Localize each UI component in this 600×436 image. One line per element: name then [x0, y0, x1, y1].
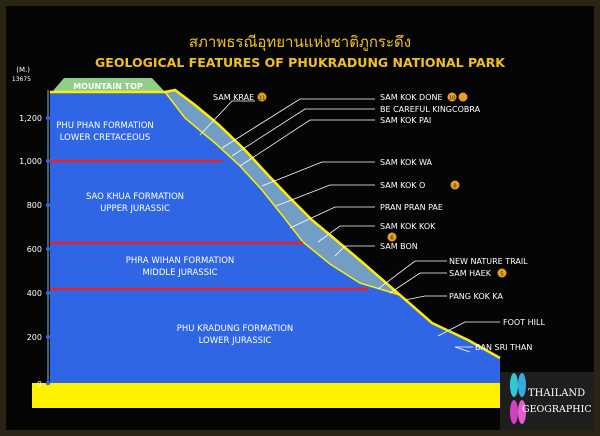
point-label: SAM KOK DONE — [380, 93, 443, 102]
leader-sam-kok-o — [275, 184, 375, 207]
callout-labels: SAM KRAE 11 SAM KOK DONE 10 BE CAREFUL K… — [213, 92, 545, 352]
badge-number: 8 — [453, 184, 457, 190]
axis-tick-label: 1,000 — [19, 157, 42, 166]
callout-leaders — [199, 98, 500, 353]
badge-icon — [387, 232, 397, 242]
axis-tick — [45, 290, 51, 296]
trail-lower-edge — [164, 91, 401, 296]
point-label: SAM KOK KOK — [380, 222, 436, 231]
formation-age: LOWER JURASSIC — [199, 336, 272, 346]
axis-unit-note: 13675 — [12, 76, 31, 83]
leader-sam-kok-wa — [261, 161, 375, 187]
point-label: BE CAREFUL KINGCOBRA — [380, 105, 481, 114]
badge-number: 10 — [449, 96, 456, 102]
axis-tick-label: 400 — [27, 289, 42, 298]
base-strip — [32, 383, 500, 408]
logo-mark-icon — [510, 373, 518, 397]
leader-sam-haek — [389, 272, 447, 294]
point-label: SAM KRAE — [213, 93, 254, 102]
badge-number: 11 — [259, 96, 266, 102]
point-label: BAN SRI THAN — [475, 343, 532, 352]
thailand-geographic-logo: THAILAND GEOGRAPHIC — [500, 372, 596, 430]
axis-tick-label: 200 — [27, 333, 42, 342]
point-label: SAM HAEK — [449, 269, 492, 278]
leader-sam-kok-kok — [317, 225, 375, 243]
point-label: PRAN PRAN PAE — [380, 203, 443, 212]
axis-tick-label: 0 — [37, 380, 42, 389]
point-label: SAM KOK WA — [380, 158, 433, 167]
badge-icon — [497, 268, 507, 278]
logo-mark-icon — [510, 400, 518, 424]
logo-line-1: THAILAND — [528, 388, 585, 399]
leader-be-careful — [231, 108, 375, 157]
leader-sam-bon — [334, 245, 375, 257]
axis-tick-label: 600 — [27, 245, 42, 254]
badge-number: 5 — [500, 272, 504, 278]
badge-number: 6 — [390, 236, 394, 242]
axis-tick — [45, 202, 51, 208]
leader-sam-kok-pai — [239, 119, 375, 167]
axis-tick — [45, 334, 51, 340]
leader-new-nature-trail — [377, 260, 447, 290]
mountain-top-plateau — [52, 78, 165, 92]
leader-sam-krae — [199, 100, 255, 136]
axis-tick — [45, 158, 51, 164]
formation-age: LOWER CRETACEOUS — [60, 133, 151, 143]
logo-mark-icon — [518, 400, 526, 424]
badge-icon — [257, 92, 267, 102]
formation-name: PHU PHAN FORMATION — [56, 121, 154, 131]
rock-body — [50, 92, 500, 383]
slope-band — [165, 90, 400, 295]
title-english: GEOLOGICAL FEATURES OF PHUKRADUNG NATION… — [95, 55, 506, 70]
leader-ban-sri-than — [454, 346, 473, 353]
point-label: SAM KOK O — [380, 181, 425, 190]
mountain-top-label: MOUNTAIN TOP — [73, 82, 143, 91]
axis-tick — [45, 380, 51, 386]
trail-line — [50, 88, 501, 360]
badge-icon — [447, 92, 457, 102]
logo-line-2: GEOGRAPHIC — [522, 404, 592, 415]
leader-pran-pran-pae — [289, 206, 375, 229]
formation-name: SAO KHUA FORMATION — [86, 192, 184, 202]
leader-sam-kok-done — [221, 98, 375, 149]
formation-name: PHU KRADUNG FORMATION — [177, 324, 294, 334]
leader-foot-hill — [437, 321, 500, 337]
formation-age: UPPER JURASSIC — [100, 204, 170, 214]
badge-icon — [450, 180, 460, 190]
axis-ticks — [45, 115, 51, 386]
axis-unit: (M.) — [16, 66, 30, 74]
axis-tick-label: 1,200 — [19, 114, 42, 123]
axis-tick — [45, 246, 51, 252]
badge-icon — [458, 92, 468, 102]
point-label: PANG KOK KA — [449, 292, 504, 301]
formation-age: MIDDLE JURASSIC — [142, 268, 217, 278]
formation-name: PHRA WIHAN FORMATION — [126, 256, 235, 266]
title-thai: สภาพธรณีอุทยานแห่งชาติภูกระดึง — [189, 33, 411, 52]
logo-mark-icon — [518, 373, 526, 397]
point-label: FOOT HILL — [503, 318, 545, 327]
point-label: SAM KOK PAI — [380, 116, 431, 125]
axis-tick-label: 800 — [27, 201, 42, 210]
axis-tick — [45, 115, 51, 121]
leader-pang-kok-ka — [404, 295, 447, 301]
point-label: NEW NATURE TRAIL — [449, 257, 528, 266]
point-label: SAM BON — [380, 242, 418, 251]
